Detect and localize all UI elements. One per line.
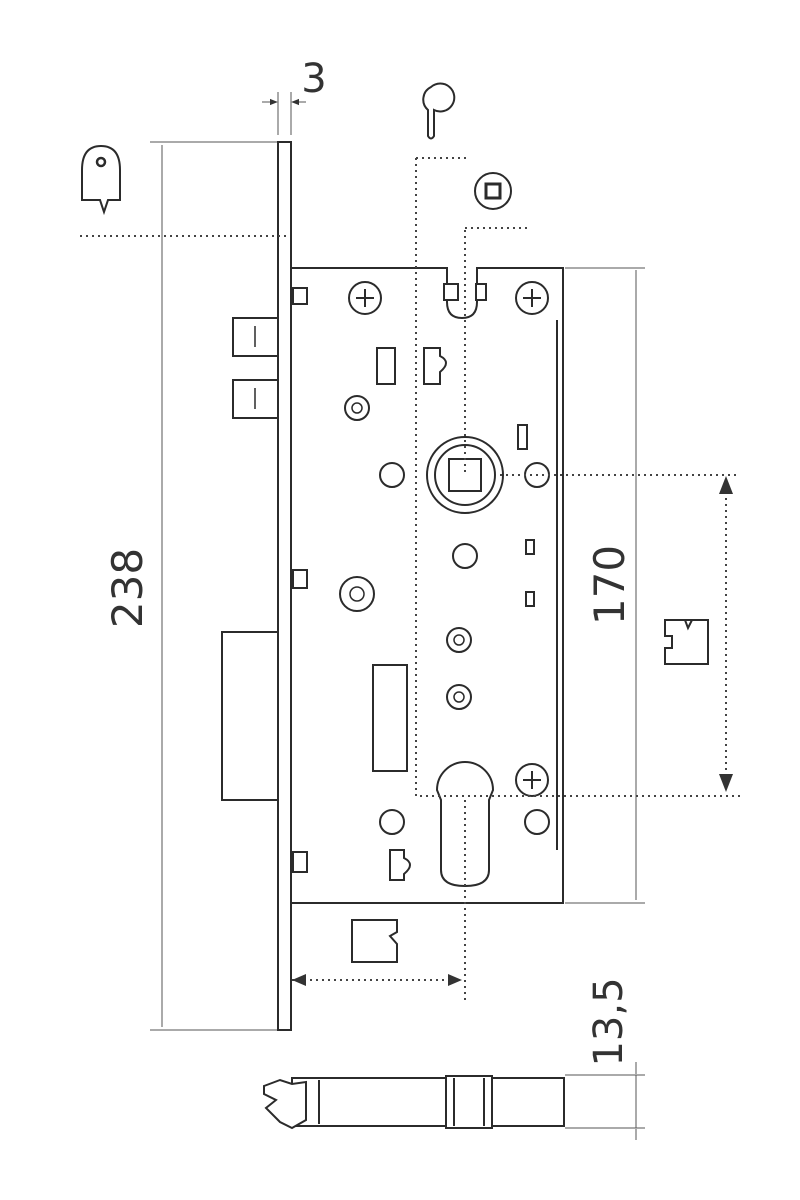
lock-case	[290, 267, 564, 904]
screw-top-right	[515, 281, 549, 315]
dimension-238: 238	[103, 141, 278, 1031]
reference-lines	[80, 157, 740, 1000]
faceplate	[277, 141, 292, 1031]
screw-top-left	[348, 281, 382, 315]
square-spindle-icon	[474, 172, 512, 210]
backset-dimension	[292, 974, 462, 986]
side-profile-view	[263, 1075, 565, 1130]
dimension-3-label: 3	[301, 56, 326, 102]
dead-bolt	[221, 631, 279, 801]
spindle-hub	[426, 436, 504, 514]
screw-bottom-right	[515, 763, 549, 797]
backset-icon	[351, 919, 398, 963]
internal-parts	[339, 347, 550, 881]
spindle-to-cylinder-arrow	[719, 476, 733, 792]
dimension-13-5: 13,5	[565, 977, 645, 1140]
dimension-238-label: 238	[103, 548, 152, 628]
cylinder-profile-icon	[664, 619, 709, 665]
keyhole-icon	[422, 82, 456, 140]
dimension-13-5-label: 13,5	[586, 977, 632, 1066]
dimension-170-label: 170	[585, 545, 634, 625]
latch-icon	[81, 144, 121, 216]
dimension-170: 170	[565, 267, 645, 904]
dimension-3: 3	[262, 56, 327, 135]
